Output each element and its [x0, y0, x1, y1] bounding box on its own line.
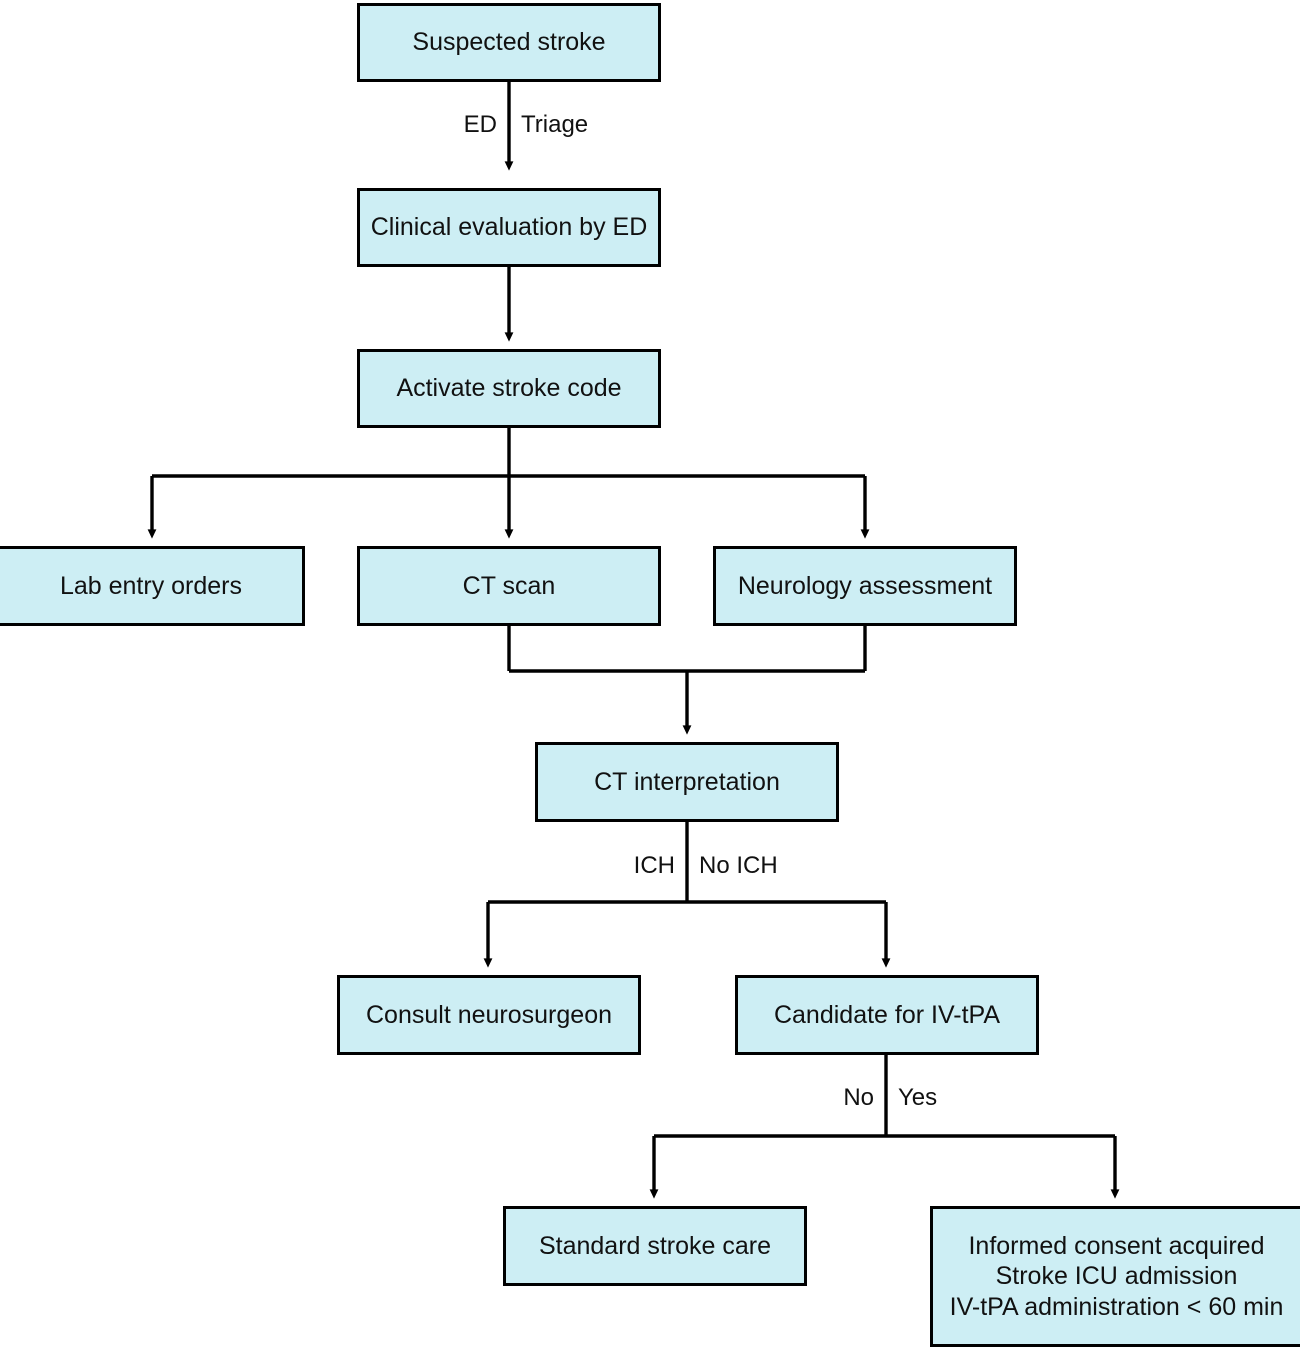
edge-label-text: ED [463, 111, 497, 138]
node-suspected-stroke[interactable]: Suspected stroke [357, 3, 661, 82]
edge-label-ed: ED [464, 111, 497, 139]
edge-label-text: No ICH [699, 852, 778, 879]
node-neurology-assessment[interactable]: Neurology assessment [713, 546, 1017, 626]
node-ct-scan[interactable]: CT scan [357, 546, 661, 626]
node-label: Activate stroke code [396, 374, 622, 403]
node-clinical-evaluation[interactable]: Clinical evaluation by ED [357, 188, 661, 267]
node-label: CT interpretation [594, 767, 780, 796]
node-label: Standard stroke care [538, 1231, 772, 1260]
node-ct-interpretation[interactable]: CT interpretation [535, 742, 839, 822]
node-label: Informed consent acquired Stroke ICU adm… [949, 1231, 1284, 1321]
node-standard-stroke-care[interactable]: Standard stroke care [503, 1206, 807, 1286]
edge-label-triage: Triage [521, 111, 588, 139]
node-label: Candidate for IV-tPA [773, 1000, 1001, 1029]
node-tpa-pathway[interactable]: Informed consent acquired Stroke ICU adm… [930, 1206, 1300, 1347]
node-activate-stroke-code[interactable]: Activate stroke code [357, 349, 661, 428]
node-label: CT scan [462, 571, 556, 600]
edge-label-text: Yes [898, 1084, 938, 1111]
node-lab-entry-orders[interactable]: Lab entry orders [0, 546, 305, 626]
node-label: Suspected stroke [412, 28, 606, 57]
edge-label-text: No [843, 1084, 874, 1111]
node-candidate-for-iv-tpa[interactable]: Candidate for IV-tPA [735, 975, 1039, 1055]
node-label: Lab entry orders [59, 571, 243, 600]
node-label: Clinical evaluation by ED [370, 213, 648, 242]
edge-label-yes: Yes [898, 1084, 937, 1112]
node-label: Consult neurosurgeon [366, 1000, 612, 1029]
edge-label-text: Triage [521, 111, 589, 138]
edge-label-ich: ICH [634, 852, 675, 880]
edge-label-text: ICH [633, 852, 675, 879]
node-label: Neurology assessment [737, 571, 993, 600]
edge-label-no-ich: No ICH [699, 852, 778, 880]
edge-label-no: No [843, 1084, 874, 1112]
node-consult-neurosurgeon[interactable]: Consult neurosurgeon [337, 975, 641, 1055]
